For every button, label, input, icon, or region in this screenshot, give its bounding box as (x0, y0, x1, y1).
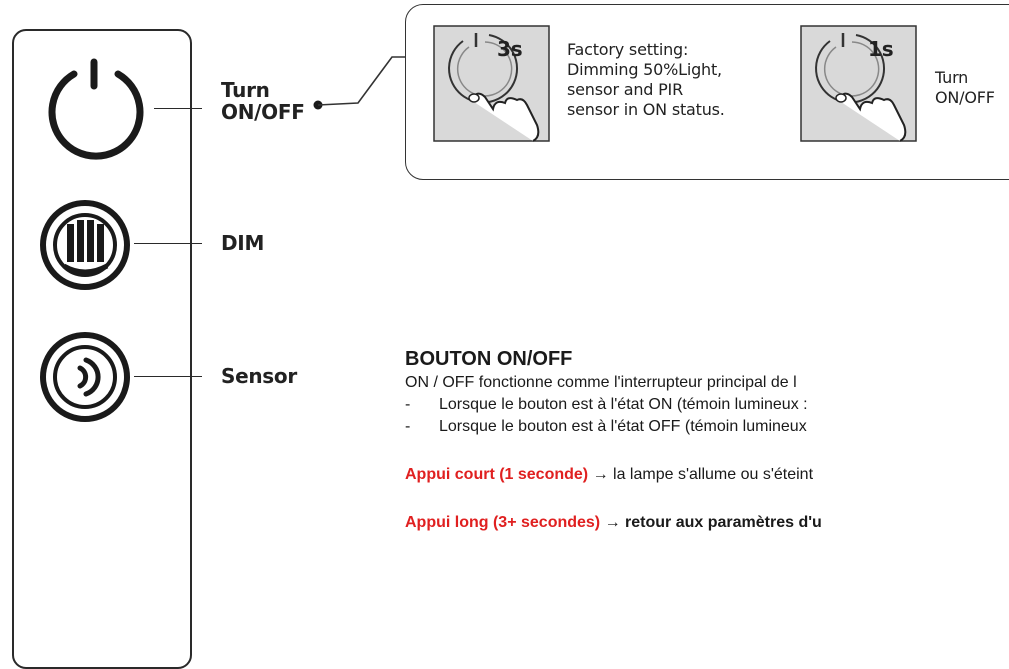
sensor-icon[interactable] (36, 328, 134, 426)
press-duration-badge: 1s (868, 37, 894, 61)
finger-press-icon (800, 25, 917, 142)
turn-leader-line (154, 108, 202, 109)
turn-onoff-label: Turn ON/OFF (221, 78, 305, 124)
bullet-on-state: -Lorsque le bouton est à l'état ON (témo… (405, 396, 808, 413)
intro-text: ON / OFF fonctionne comme l'interrupteur… (405, 374, 797, 391)
hold-duration-badge: 3s (497, 37, 523, 61)
onoff-description: BOUTON ON/OFF ON / OFF fonctionne comme … (405, 346, 1009, 534)
power-icon[interactable] (36, 56, 154, 174)
sensor-leader-line (134, 376, 202, 377)
sensor-label: Sensor (221, 364, 297, 388)
panel-connector-line (313, 56, 406, 110)
factory-setting-text: Factory setting: Dimming 50%Light, senso… (567, 40, 725, 119)
finger-press-icon (433, 25, 550, 142)
dim-leader-line (134, 243, 202, 244)
arrow-icon: → (592, 466, 609, 483)
bullet-off-state: -Lorsque le bouton est à l'état OFF (tém… (405, 418, 807, 435)
dim-label: DIM (221, 231, 265, 255)
dim-icon[interactable] (36, 196, 134, 294)
arrow-icon: → (604, 514, 621, 531)
section-title: BOUTON ON/OFF (405, 348, 573, 370)
short-press-line: Appui court (1 seconde) → la lampe s'all… (405, 466, 814, 483)
long-press-line: Appui long (3+ secondes) → retour aux pa… (405, 514, 822, 531)
turn-onoff-text: Turn ON/OFF (935, 68, 995, 107)
